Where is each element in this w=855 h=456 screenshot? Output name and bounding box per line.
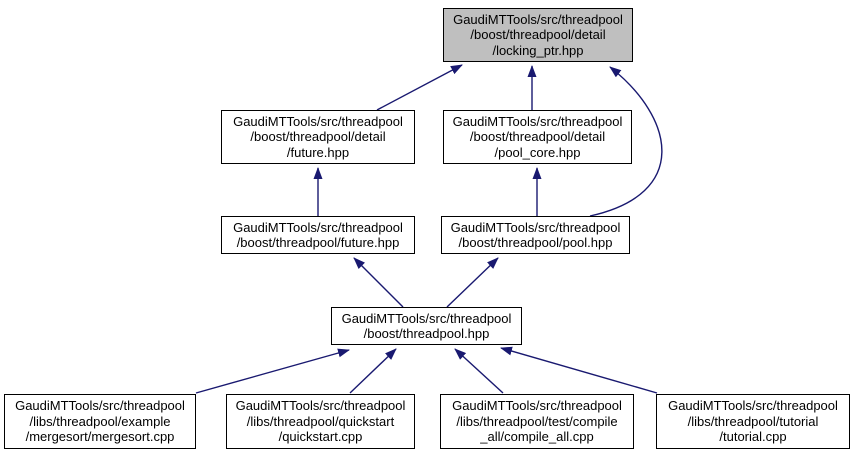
edge-tutorial-to-threadpool [500, 346, 658, 394]
edge-mergesort-to-threadpool [195, 348, 350, 394]
edge-quickstart-to-threadpool [349, 348, 397, 394]
edge-pool-to-locking-ptr-curve [589, 66, 663, 217]
edge-threadpool-to-pool [446, 257, 499, 308]
node-mergesort-cpp[interactable]: GaudiMTTools/src/threadpool /libs/thread… [4, 394, 196, 449]
node-pool-core-hpp[interactable]: GaudiMTTools/src/threadpool /boost/threa… [443, 110, 632, 164]
node-detail-future-hpp[interactable]: GaudiMTTools/src/threadpool /boost/threa… [221, 110, 415, 164]
edge-compile-all-to-threadpool [454, 348, 504, 394]
node-locking-ptr-hpp: GaudiMTTools/src/threadpool /boost/threa… [443, 8, 633, 62]
node-future-hpp[interactable]: GaudiMTTools/src/threadpool /boost/threa… [221, 216, 415, 254]
node-pool-hpp[interactable]: GaudiMTTools/src/threadpool /boost/threa… [441, 216, 630, 254]
node-compile-all-cpp[interactable]: GaudiMTTools/src/threadpool /libs/thread… [440, 394, 634, 449]
node-quickstart-cpp[interactable]: GaudiMTTools/src/threadpool /libs/thread… [226, 394, 415, 449]
node-tutorial-cpp[interactable]: GaudiMTTools/src/threadpool /libs/thread… [656, 394, 850, 449]
edge-detail-future-to-locking-ptr [376, 64, 463, 111]
edge-threadpool-to-future [353, 257, 404, 308]
node-threadpool-hpp[interactable]: GaudiMTTools/src/threadpool /boost/threa… [331, 307, 522, 345]
